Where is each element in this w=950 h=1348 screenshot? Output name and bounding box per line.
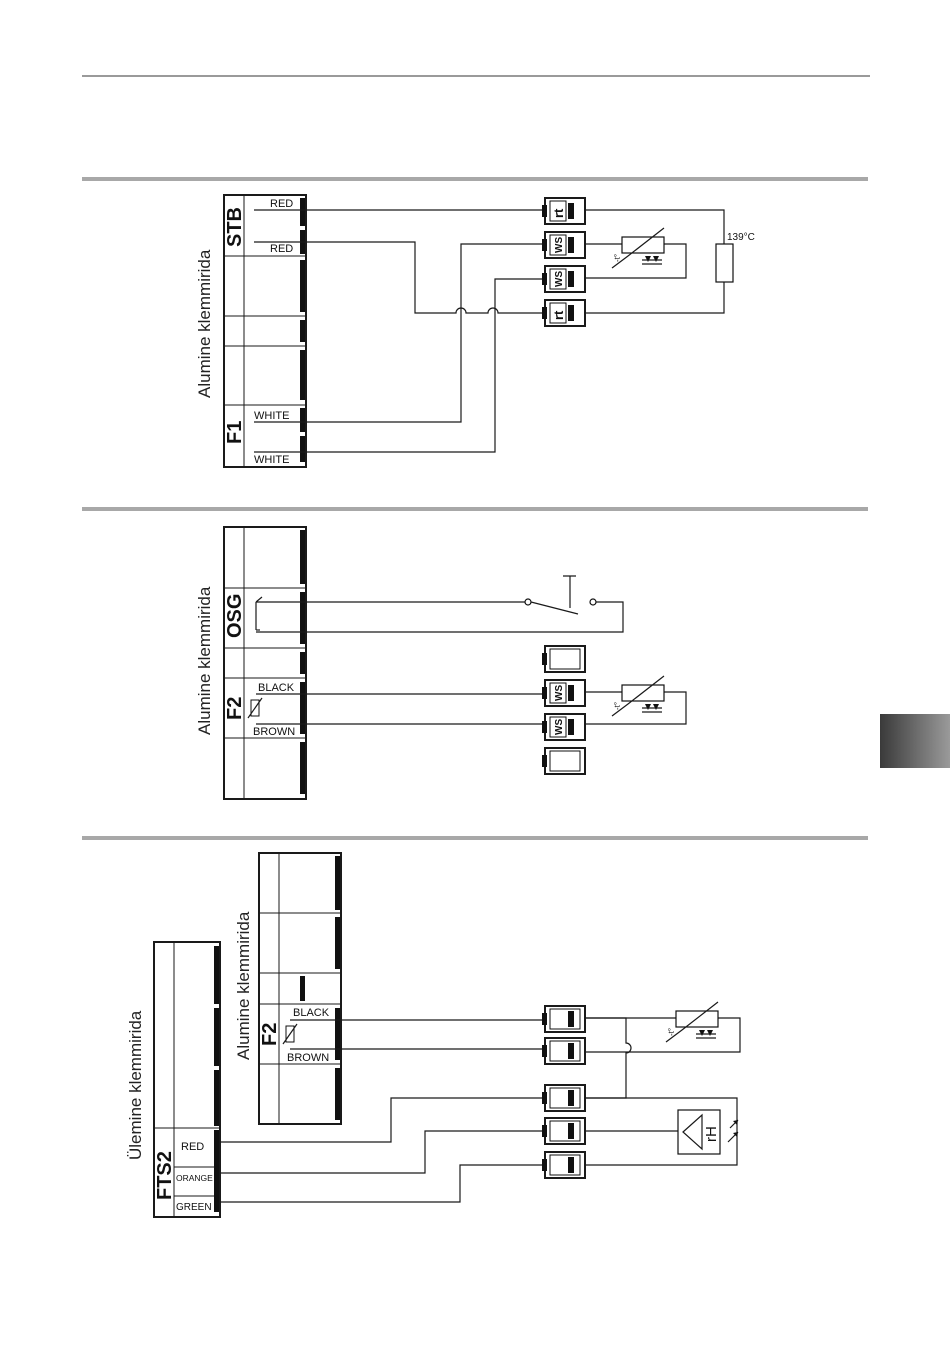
ntc-sensor-icon: -t° <box>612 228 664 268</box>
terminal <box>542 1038 585 1064</box>
wire-label: WHITE <box>254 410 289 422</box>
block-label-f2: F2 <box>224 697 246 720</box>
section-separator <box>82 177 868 181</box>
terminal <box>542 1006 585 1032</box>
chapter-tab <box>880 714 950 768</box>
terminal <box>542 1085 585 1111</box>
diagram-2: Alumine klemmirida OSG F2 BLACK BROWN <box>195 527 686 799</box>
side-label: Alumine klemmirida <box>195 249 214 398</box>
svg-text:rt: rt <box>551 310 566 320</box>
diagram-3: Ülemine klemmirida Alumine klemmirida FT… <box>126 853 740 1217</box>
terminal-empty <box>542 748 585 774</box>
terminal <box>542 1152 585 1178</box>
svg-text:-t°: -t° <box>613 702 622 710</box>
svg-text:-t°: -t° <box>613 254 622 262</box>
terminal-ws: WS <box>542 232 585 258</box>
terminal-ws: WS <box>542 680 585 706</box>
block-label-stb: STB <box>224 207 246 247</box>
wire-label: GREEN <box>176 1202 212 1213</box>
block-label-f1: F1 <box>224 421 246 444</box>
terminal-ws: WS <box>542 266 585 292</box>
ntc-sensor-icon: -t° <box>612 676 664 716</box>
thermal-fuse-icon: 139°C <box>716 232 755 282</box>
side-label: Alumine klemmirida <box>195 586 214 735</box>
svg-text:-t°: -t° <box>667 1028 676 1036</box>
block-label-osg: OSG <box>224 594 246 638</box>
wire-label: RED <box>270 243 293 255</box>
terminal <box>542 1118 585 1144</box>
terminal-strip <box>224 527 306 799</box>
svg-text:rt: rt <box>551 208 566 218</box>
ntc-sensor-icon: -t° <box>666 1002 718 1042</box>
wire-label: WHITE <box>254 454 289 466</box>
svg-text:WS: WS <box>554 237 565 253</box>
svg-text:WS: WS <box>554 685 565 701</box>
wire-label: BLACK <box>293 1007 330 1019</box>
wire-label: RED <box>181 1141 204 1153</box>
wire-label: RED <box>270 198 293 210</box>
wire-label: BROWN <box>287 1052 329 1064</box>
svg-text:WS: WS <box>554 271 565 287</box>
terminal-rt: rt <box>542 198 585 224</box>
humidity-sensor-icon: rH <box>678 1110 738 1154</box>
diagram-1: Alumine klemmirida STB F1 RED RED WHITE … <box>195 195 755 467</box>
side-label-lower: Alumine klemmirida <box>234 911 253 1060</box>
fuse-label: 139°C <box>727 232 755 243</box>
svg-text:WS: WS <box>554 719 565 735</box>
section-separator <box>82 507 868 511</box>
sensor-label: rH <box>703 1126 720 1142</box>
wire-label: BLACK <box>258 682 295 694</box>
terminal-empty <box>542 646 585 672</box>
block-label-f2: F2 <box>259 1023 281 1046</box>
wire-label: ORANGE <box>176 1173 213 1183</box>
block-label-fts2: FTS2 <box>154 1151 176 1200</box>
terminal-rt: rt <box>542 300 585 326</box>
side-label-upper: Ülemine klemmirida <box>126 1010 145 1160</box>
wire-label: BROWN <box>253 726 295 738</box>
terminal-ws: WS <box>542 714 585 740</box>
section-separator <box>82 836 868 840</box>
